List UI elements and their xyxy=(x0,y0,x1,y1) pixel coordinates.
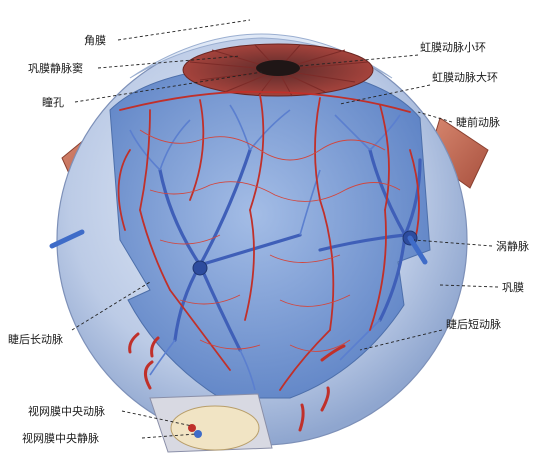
label-sclera: 巩膜 xyxy=(502,281,524,294)
optic-nerve xyxy=(150,394,272,452)
label-anterior-ciliary-artery: 睫前动脉 xyxy=(456,115,500,129)
label-minor-arterial-circle-iris: 虹膜动脉小环 xyxy=(420,40,486,54)
label-central-retinal-vein: 视网膜中央静脉 xyxy=(22,431,99,445)
label-short-posterior-ciliary-artery: 睫后短动脉 xyxy=(446,317,501,331)
label-scleral-venous-sinus: 巩膜静脉窦 xyxy=(28,61,83,75)
pupil xyxy=(256,60,300,76)
label-long-posterior-ciliary-artery: 睫后长动脉 xyxy=(8,332,63,346)
vortex-vein-left xyxy=(193,261,207,275)
label-major-arterial-circle-iris: 虹膜动脉大环 xyxy=(432,70,498,84)
label-pupil: 瞳孔 xyxy=(42,95,64,109)
label-vortex-vein: 涡静脉 xyxy=(496,239,529,253)
label-central-retinal-artery: 视网膜中央动脉 xyxy=(28,404,105,418)
label-cornea: 角膜 xyxy=(84,34,106,47)
